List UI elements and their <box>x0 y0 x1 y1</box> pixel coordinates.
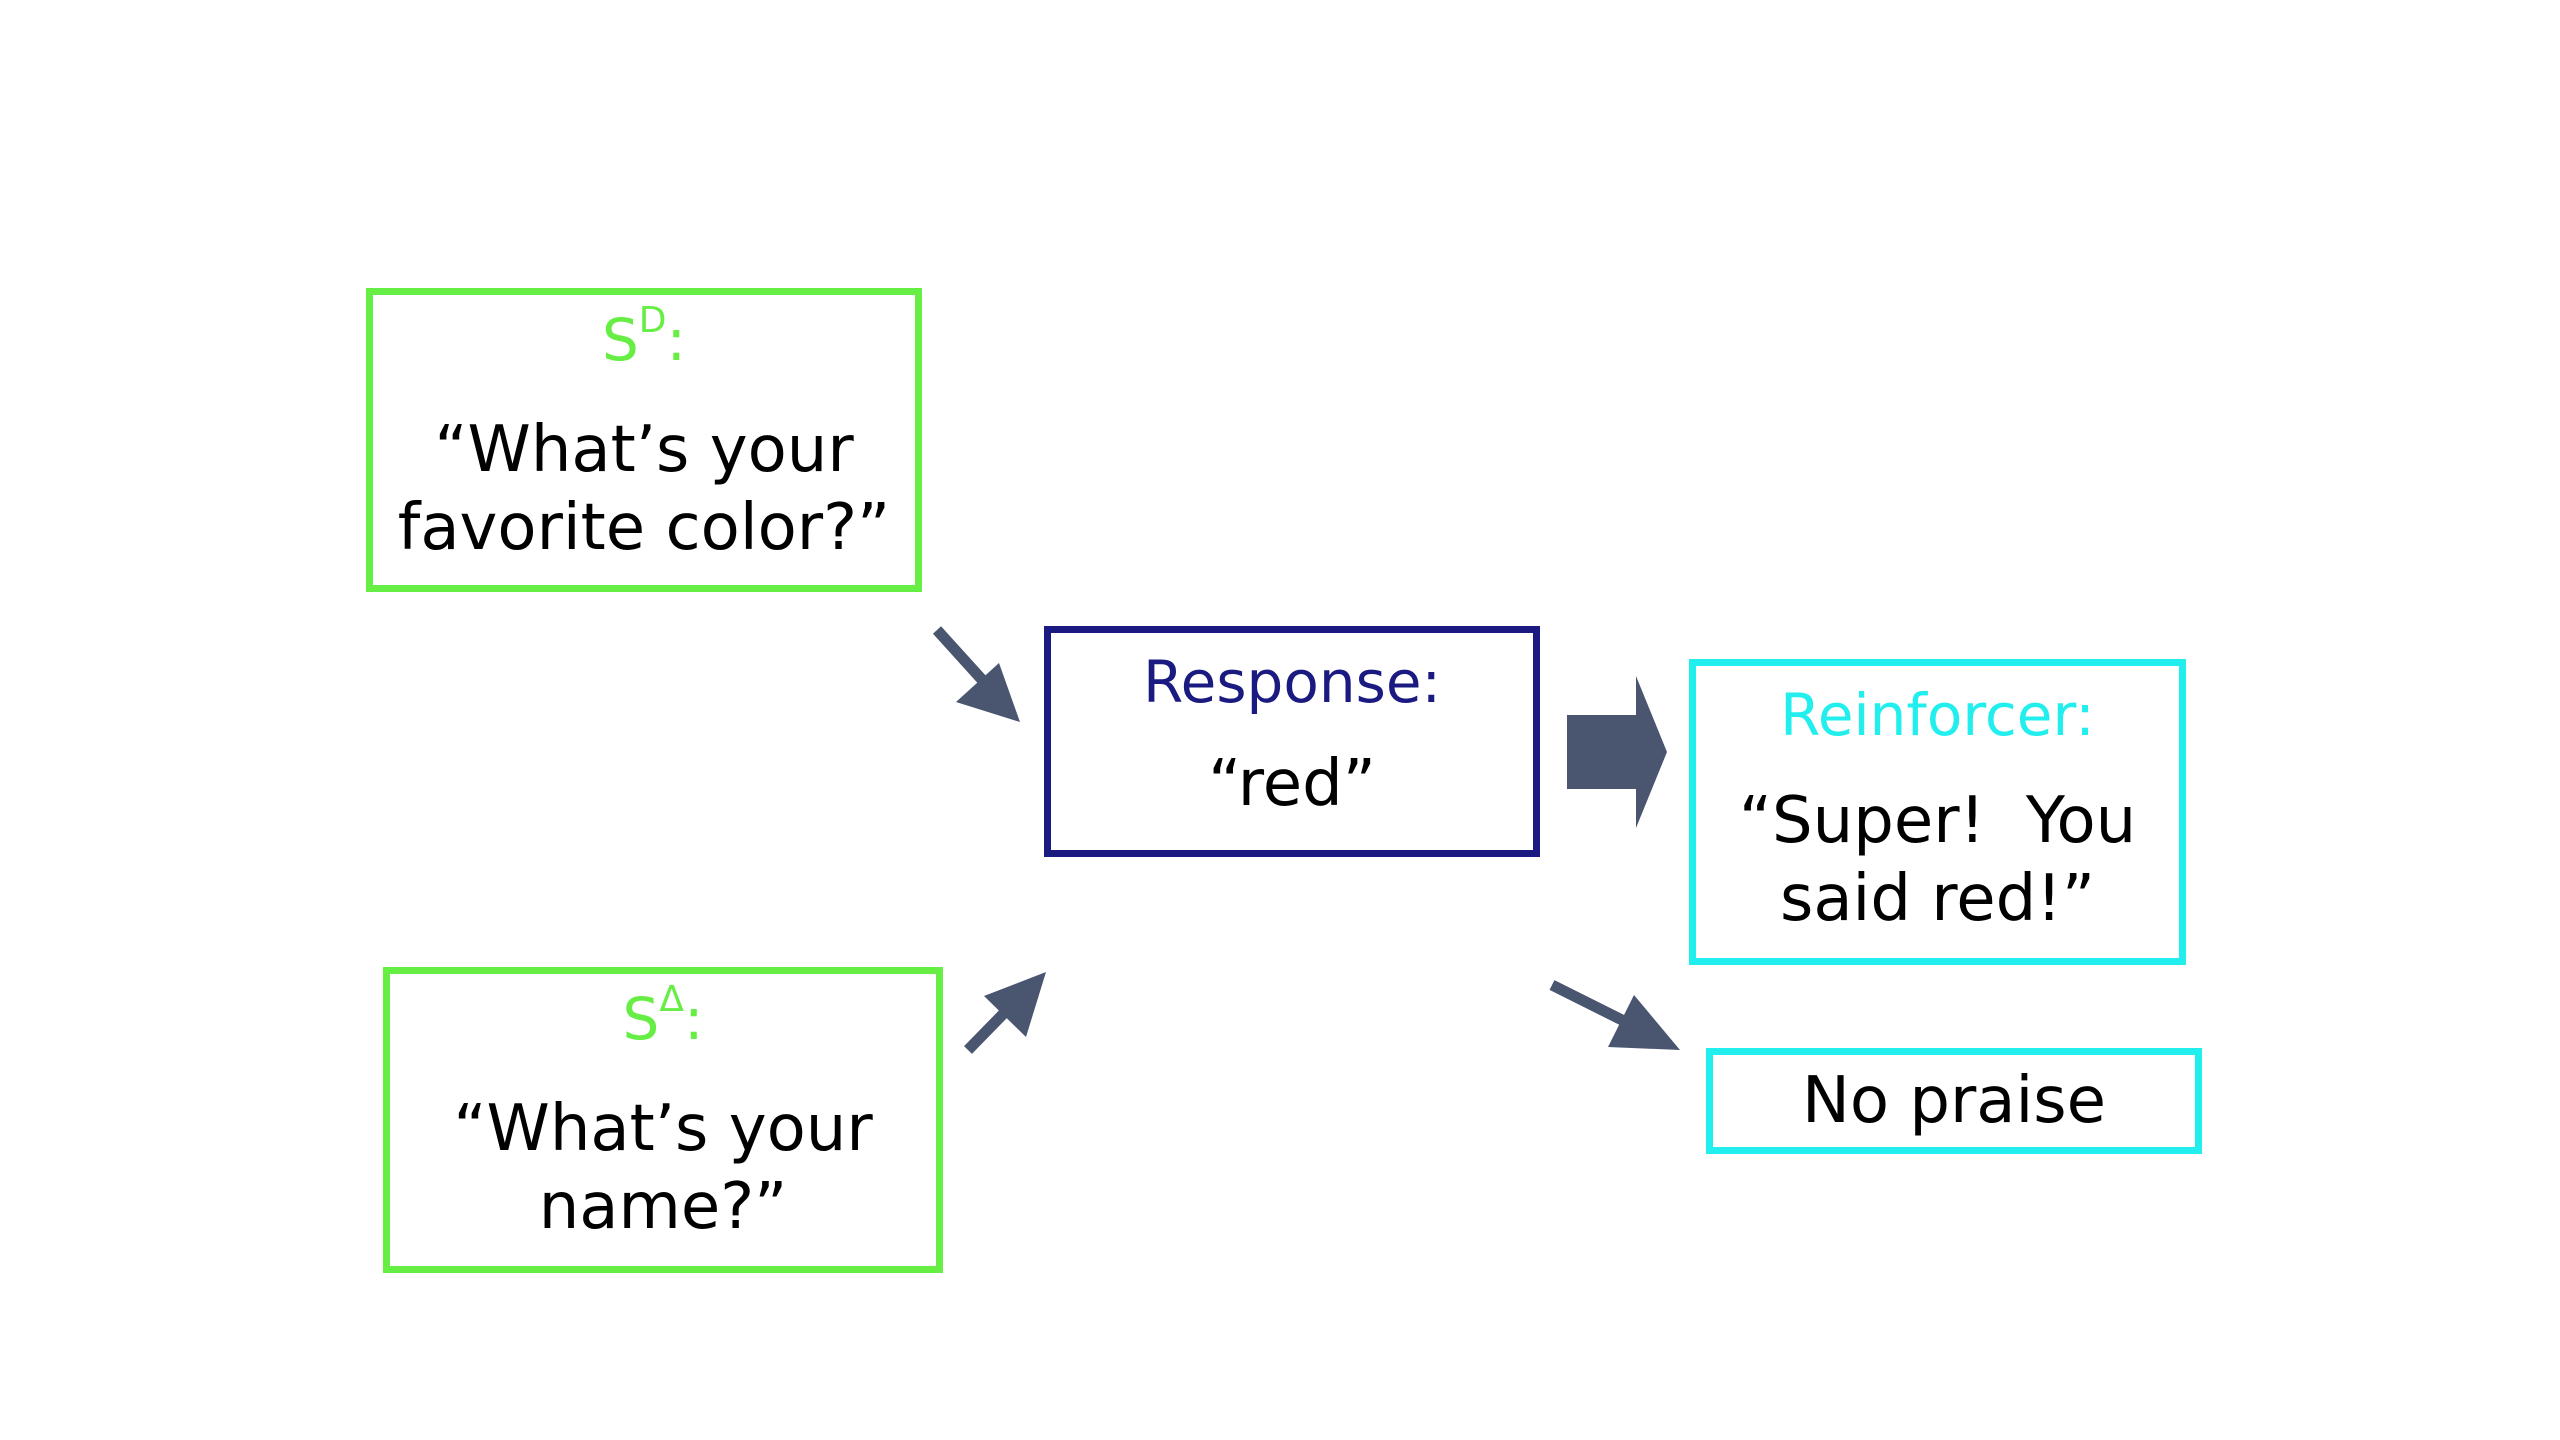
sdelta-box: SΔ: “What’s your name?” <box>383 967 943 1273</box>
reinforcer-title: Reinforcer: <box>1780 681 2095 749</box>
reinforcer-text: “Super! You said red!” <box>1739 782 2136 938</box>
sdelta-to-response-arrow-icon <box>964 972 1046 1054</box>
no-praise-box: No praise <box>1706 1048 2202 1154</box>
reinforcer-text-line2: said red!” <box>1779 861 2096 936</box>
sdelta-text-line1: “What’s your <box>453 1091 873 1166</box>
sdelta-text-line2: name?” <box>538 1169 788 1244</box>
sdelta-text: “What’s your name?” <box>453 1090 872 1246</box>
sd-text: “What’s your favorite color?” <box>398 411 890 567</box>
sd-label-superscript: D <box>638 300 667 341</box>
sd-label-suffix: : <box>666 306 687 374</box>
response-title: Response: <box>1142 648 1442 716</box>
sd-text-line1: “What’s your <box>434 412 854 487</box>
sdelta-label-base: S <box>622 985 660 1053</box>
sd-text-line2: favorite color?” <box>397 490 891 565</box>
sdelta-label-superscript: Δ <box>659 979 684 1020</box>
response-text: “red” <box>1208 746 1376 821</box>
sd-box: SD: “What’s your favorite color?” <box>366 288 922 592</box>
sd-label: SD: <box>601 303 687 374</box>
reinforcer-box: Reinforcer: “Super! You said red!” <box>1689 659 2186 965</box>
sdelta-label: SΔ: <box>622 982 704 1053</box>
no-praise-text: No praise <box>1801 1064 2107 1138</box>
response-to-reinforcer-block-arrow-icon <box>1567 676 1667 828</box>
sdelta-label-suffix: : <box>683 985 704 1053</box>
sd-to-response-arrow-icon <box>932 626 1020 722</box>
sd-label-base: S <box>601 306 639 374</box>
response-box: Response: “red” <box>1044 626 1540 857</box>
reinforcer-text-line1: “Super! You <box>1738 783 2137 858</box>
response-to-no-praise-arrow-icon <box>1549 980 1680 1050</box>
